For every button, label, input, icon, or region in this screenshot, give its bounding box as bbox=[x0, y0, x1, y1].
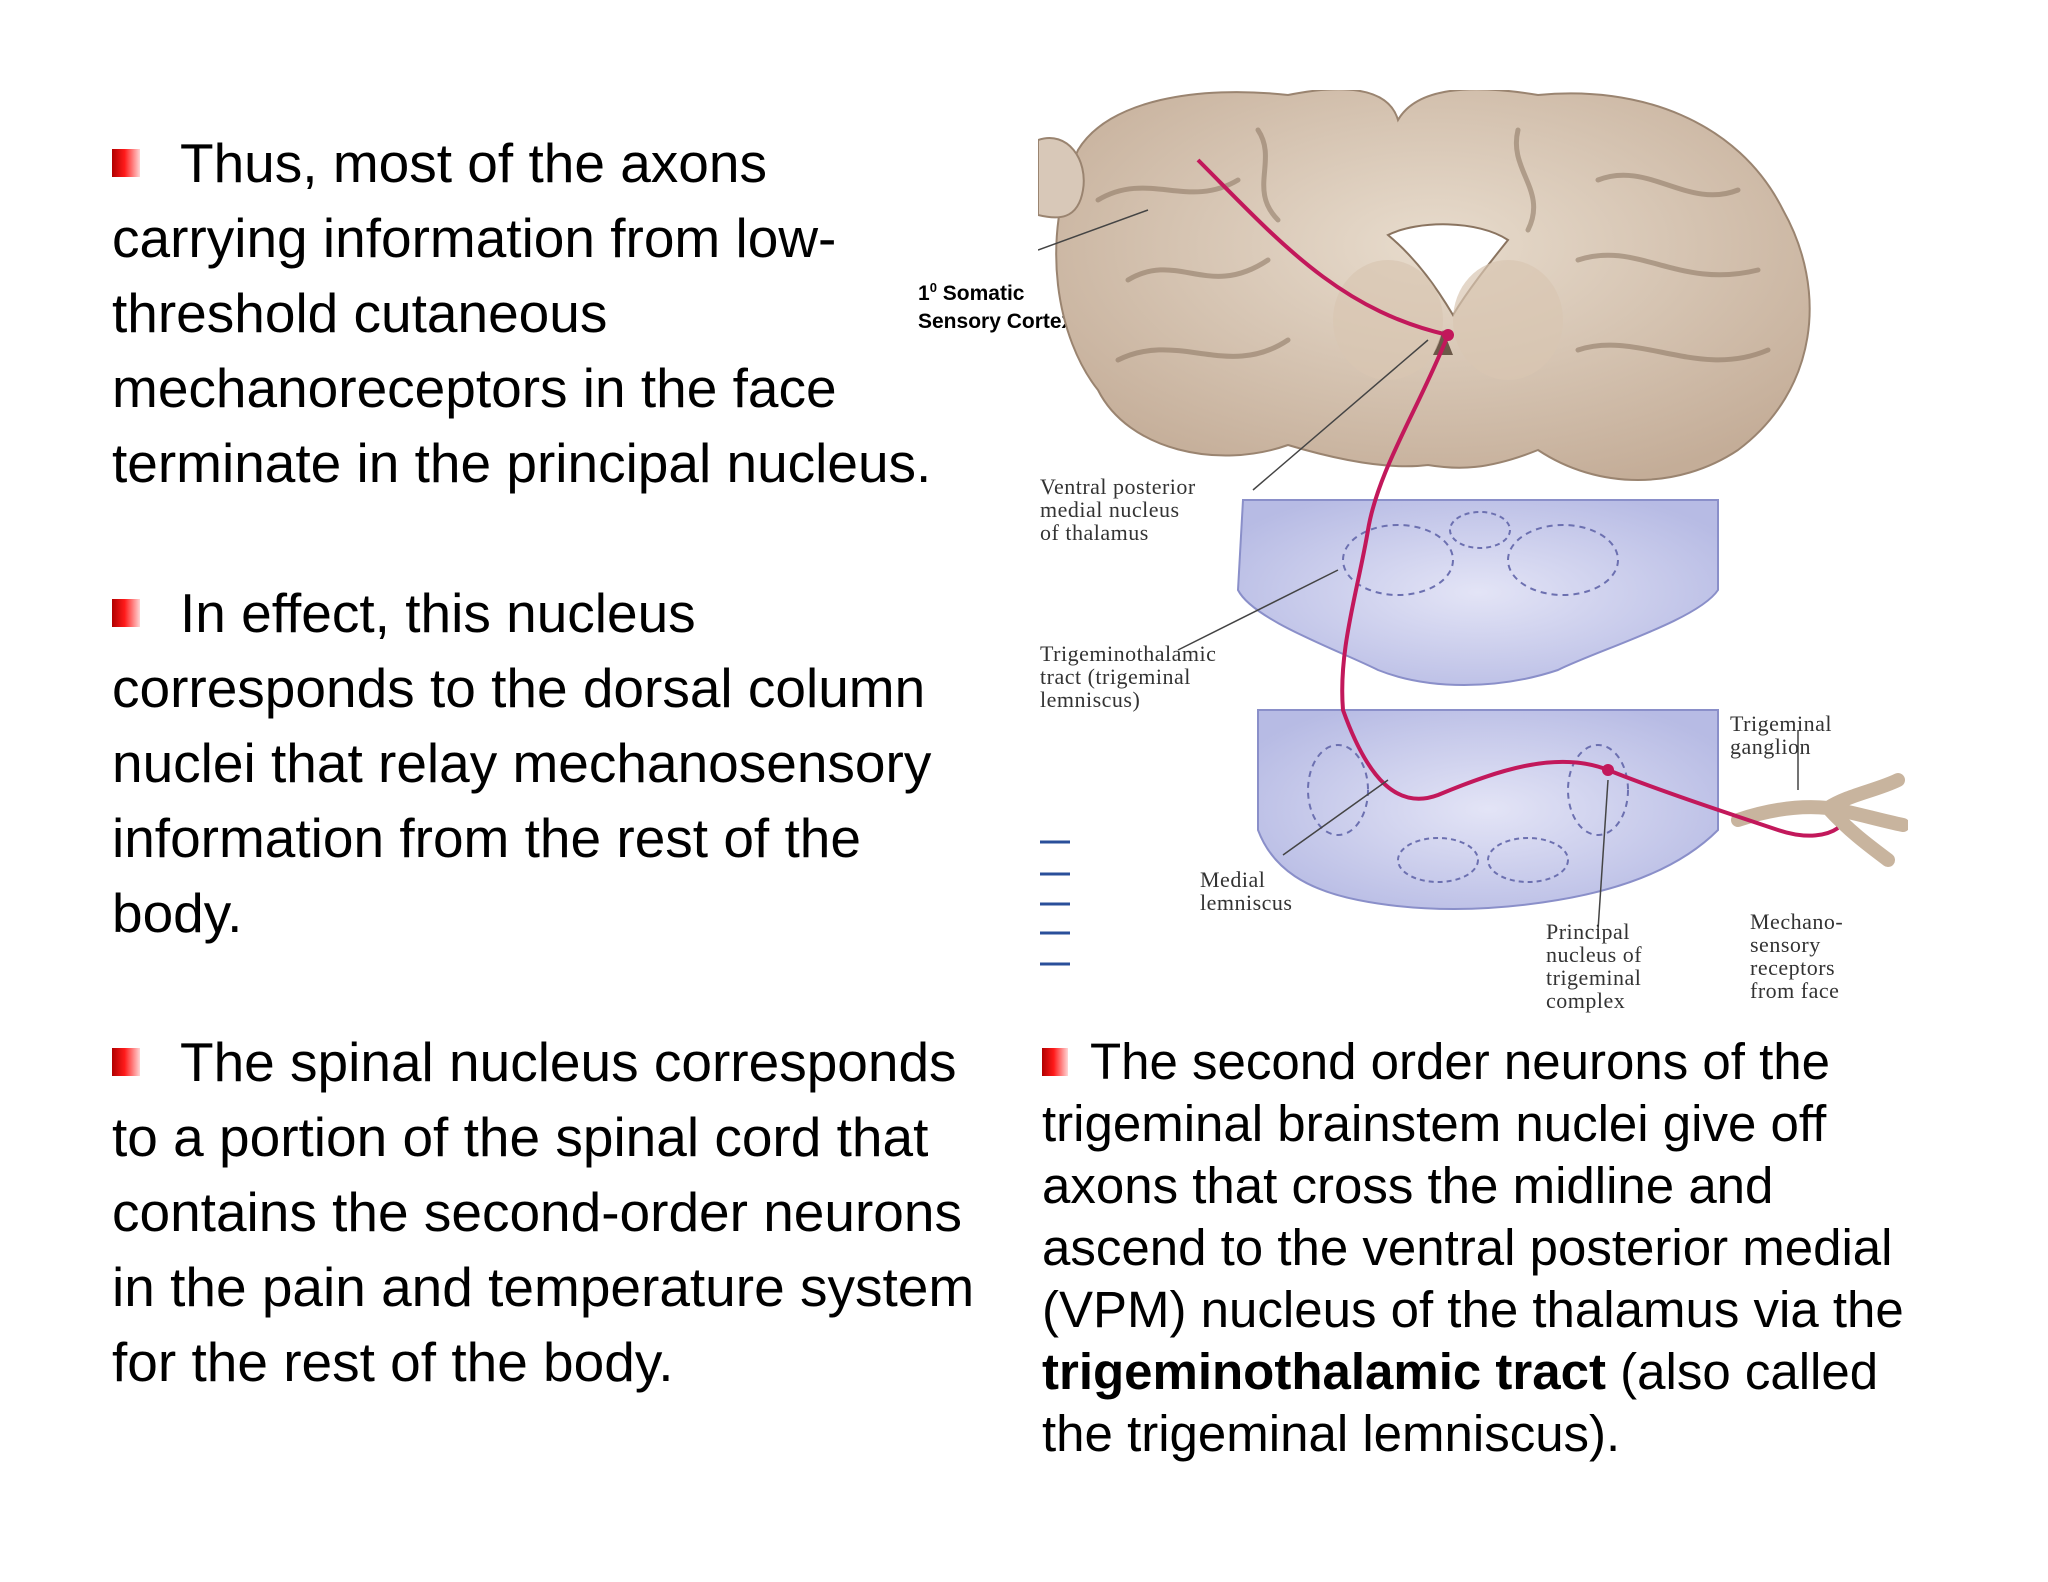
edge-tick-marks bbox=[1040, 840, 1070, 966]
bullet-4-line-2: trigeminal brainstem nuclei give off bbox=[1042, 1095, 1827, 1152]
bullet-2-line-3: nuclei that relay mechanosensory bbox=[112, 732, 932, 794]
bullet-1-line-1: Thus, most of the axons bbox=[180, 132, 767, 194]
bullet-4-line-6-rest: (also called bbox=[1605, 1343, 1879, 1400]
midbrain-section bbox=[1236, 499, 1719, 686]
label-trigeminothalamic-tract: Trigeminothalamic tract (trigeminal lemn… bbox=[1040, 641, 1217, 712]
trigeminal-pathway-figure: Ventral posterior medial nucleus of thal… bbox=[1038, 90, 1908, 1015]
label-medial-lemniscus: Medial lemniscus bbox=[1200, 867, 1293, 915]
bullet-2-line-5: body. bbox=[112, 882, 243, 944]
label-mechanosensory-receptors: Mechano- sensory receptors from face bbox=[1750, 909, 1844, 1003]
bullet-square-icon bbox=[1042, 1047, 1068, 1076]
lateral-brain-fragment bbox=[1038, 137, 1085, 219]
bullet-3-line-2: to a portion of the spinal cord that bbox=[112, 1106, 929, 1168]
label-principal-nucleus: Principal nucleus of trigeminal complex bbox=[1546, 919, 1643, 1013]
vpm-synapse-dot bbox=[1442, 329, 1454, 341]
bullet-4-line-7: the trigeminal lemniscus). bbox=[1042, 1405, 1621, 1462]
bullet-3-line-5: for the rest of the body. bbox=[112, 1331, 674, 1393]
bullet-2-line-4: information from the rest of the bbox=[112, 807, 861, 869]
label-vpm-nucleus: Ventral posterior medial nucleus of thal… bbox=[1040, 474, 1196, 545]
bullet-1-line-4: mechanoreceptors in the face bbox=[112, 357, 837, 419]
bold-term-trigeminothalamic-tract: trigeminothalamic tract bbox=[1042, 1343, 1606, 1400]
bullet-4-line-3: axons that cross the midline and bbox=[1042, 1157, 1774, 1214]
bullet-square-icon bbox=[112, 1048, 140, 1077]
bullet-4-line-1: The second order neurons of the bbox=[1090, 1033, 1830, 1090]
bullet-4-line-4: ascend to the ventral posterior medial bbox=[1042, 1219, 1893, 1276]
bullet-paragraph-1: Thus, most of the axons carrying informa… bbox=[112, 126, 992, 501]
bullet-3-line-3: contains the second-order neurons bbox=[112, 1181, 962, 1243]
bullet-paragraph-2: In effect, this nucleus corresponds to t… bbox=[112, 576, 992, 951]
bullet-paragraph-3: The spinal nucleus corresponds to a port… bbox=[112, 1025, 1022, 1400]
medulla-section bbox=[1257, 709, 1719, 910]
trigeminal-ganglion bbox=[1731, 773, 1908, 867]
bullet-square-icon bbox=[112, 599, 140, 628]
bullet-3-line-1: The spinal nucleus corresponds bbox=[180, 1031, 957, 1093]
bullet-1-line-5: terminate in the principal nucleus. bbox=[112, 432, 932, 494]
bullet-2-line-2: corresponds to the dorsal column bbox=[112, 657, 926, 719]
bullet-1-line-2: carrying information from low- bbox=[112, 207, 837, 269]
somatic-sensory-cortex-label: 10 Somatic Sensory Cortex bbox=[918, 280, 1074, 333]
principal-nucleus-dot bbox=[1602, 764, 1614, 776]
bullet-2-line-1: In effect, this nucleus bbox=[180, 582, 696, 644]
trigeminal-pathway-illustration bbox=[1038, 90, 1908, 966]
trigeminothalamic-pathway bbox=[1196, 158, 1840, 838]
bullet-square-icon bbox=[112, 149, 140, 178]
bullet-1-line-3: threshold cutaneous bbox=[112, 282, 608, 344]
coronal-brain-section bbox=[1055, 90, 1811, 481]
bullet-4-line-5: (VPM) nucleus of the thalamus via the bbox=[1042, 1281, 1904, 1338]
label-leader-lines bbox=[1038, 209, 1799, 931]
label-trigeminal-ganglion: Trigeminal ganglion bbox=[1730, 711, 1832, 759]
bullet-3-line-4: in the pain and temperature system bbox=[112, 1256, 975, 1318]
bullet-paragraph-4: The second order neurons of the trigemin… bbox=[1042, 1031, 2032, 1465]
